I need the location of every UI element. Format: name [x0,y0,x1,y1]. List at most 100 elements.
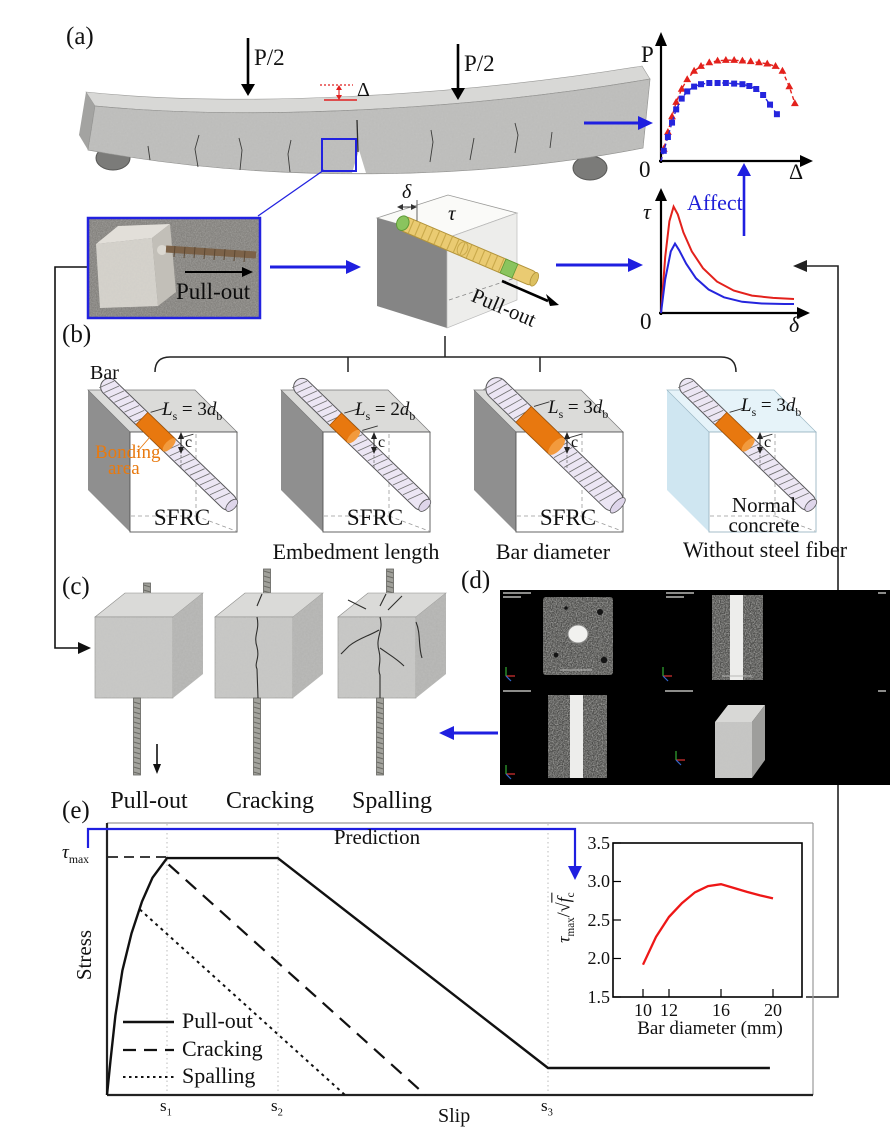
ls-label-1: Ls = 3db [162,399,223,423]
marker-square [660,147,667,154]
panel-c-cubes [94,568,447,776]
legend-label-pullout: Pull-out [182,1008,253,1033]
deflection-label: Δ [357,79,370,101]
beam-illustration [79,38,651,217]
material-label-4b: concrete [728,513,800,537]
failure-cube-3 [337,568,447,776]
prediction-connector [86,827,582,880]
ct-bar-section [567,624,589,644]
series-blue-curve [660,82,778,162]
cover-label-1: c [185,434,193,451]
feedback-line-left [54,266,91,654]
inset-xlabel: Bar diameter (mm) [637,1018,783,1039]
inset-ticks [613,842,774,998]
rebar-bottom [376,697,384,776]
pullout-photo [86,216,262,320]
load-arrow-right [451,44,465,100]
crack-line [255,616,259,699]
marker-triangle [721,56,730,63]
load-label-right: P/2 [464,51,495,76]
arrow-d-to-c [439,726,498,740]
crack-line [379,593,387,607]
marker-triangle [683,75,692,83]
marker-triangle [771,62,780,69]
inset-xtick-16: 16 [712,1000,730,1020]
specimen-3 [473,377,626,533]
marker-triangle [730,56,739,63]
crack-line [377,616,382,698]
td-chart-ylabel: τ [643,199,651,224]
inset-ytick-1-5: 1.5 [587,987,611,1007]
pullout-block-diagram [375,194,559,329]
ct-bar-strip [730,595,743,680]
stage-label-cracking: Cracking [226,788,314,814]
block-left-face [377,218,447,328]
block-bar-green-band [499,258,519,279]
ls-label-2: Ls = 2db [355,399,416,423]
bond-slip-axes [655,188,810,319]
td-chart-origin: 0 [640,309,652,334]
pd-chart-ylabel: P [641,42,654,67]
block-delta-arrow [397,204,417,210]
photo-collar [157,245,167,255]
ls-label-4: Ls = 3db [741,395,802,419]
cover-arrow [564,432,570,468]
zoom-leader-line [257,169,325,217]
series-Pull-out [105,856,770,1096]
arrow-block-to-chart [556,258,643,272]
failure-cube-2 [214,568,324,776]
photo-rebar [165,245,257,259]
series-Cracking [167,863,427,1096]
inset-ytick-2-0: 2.0 [587,948,611,968]
marker-triangle [785,82,794,90]
s2-tick: s2 [271,1096,283,1119]
inset-chart [612,842,803,998]
marker-triangle [677,84,686,92]
marker-triangle [790,99,799,107]
prediction-label: Prediction [333,825,421,849]
marker-triangle [755,58,763,66]
bonding-area-cap [347,429,361,444]
pd-chart-xlabel: Δ [789,159,804,184]
specimen-4 [666,377,818,533]
specimen-hidden-edges [710,434,816,532]
specimen-left-face [667,390,709,532]
failure-cube-1 [94,582,204,776]
specimen-hidden-edges [517,434,623,532]
block-bar-green-cap [396,215,410,231]
photo-cube-side [152,224,176,306]
material-label-4a: Normal [731,493,797,517]
crack-line [379,647,405,667]
marker-triangle [705,58,714,66]
marker-square [739,81,746,88]
ct-axis-triads [505,667,685,780]
marker-square [753,86,760,92]
specimen-left-face [281,390,323,532]
panel-b-bracket [154,336,737,373]
marker-triangle [778,66,787,74]
zoom-box [321,138,357,172]
specimen-bar [99,377,239,512]
crack-line [347,599,367,610]
marker-square [706,80,713,86]
bonding-area-cap [548,437,566,455]
stress-axis-label: Stress [71,929,96,981]
marker-triangle [713,56,722,64]
s3-tick: s3 [541,1096,553,1119]
marker-triangle [738,56,747,64]
specimen-bar [678,377,818,512]
stage-label-pullout: Pull-out [110,788,188,814]
inset-ytick-2-5: 2.5 [587,910,611,930]
inset-xtick-20: 20 [764,1000,782,1020]
marker-square [767,101,774,108]
ct-bar-strip [570,695,583,778]
marker-square [731,80,738,87]
ls-label-3: Ls = 3db [548,397,609,421]
pullout-direction-arrow [153,744,161,774]
beam-center-crack [356,119,359,153]
series-red-curve [660,203,795,314]
beam-support-right [572,155,608,181]
ct-vertical-section-1 [712,595,763,680]
crack-line [415,621,423,659]
